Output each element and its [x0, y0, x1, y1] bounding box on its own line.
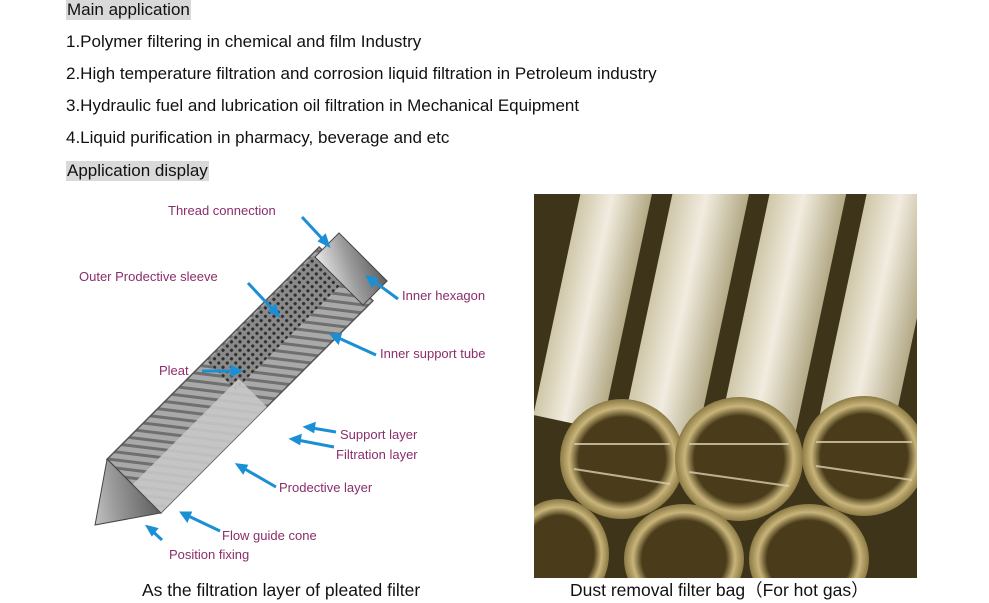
label-filtration-layer: Filtration layer: [336, 447, 418, 462]
label-thread-connection: Thread connection: [168, 203, 276, 218]
filter-illustration: [94, 215, 399, 542]
application-display-heading: Application display: [66, 161, 209, 181]
label-inner-hexagon: Inner hexagon: [402, 288, 486, 303]
label-inner-support-tube: Inner support tube: [380, 346, 486, 361]
label-support-layer: Support layer: [340, 427, 418, 442]
inner-perforated-tube: [207, 255, 342, 390]
caption-left: As the filtration layer of pleated filte…: [142, 580, 421, 600]
application-item-2: 2.High temperature filtration and corros…: [66, 64, 657, 83]
filter-bag-photo: [534, 194, 917, 578]
application-item-4: 4.Liquid purification in pharmacy, bever…: [66, 128, 450, 147]
bag-openings: [534, 396, 917, 578]
main-application-heading: Main application: [66, 0, 191, 20]
label-protective-layer: Prodective layer: [279, 480, 373, 495]
filtration-layer-cut: [132, 378, 267, 513]
label-flow-guide-cone: Flow guide cone: [222, 528, 317, 543]
caption-right: Dust removal filter bag（For hot gas）: [570, 580, 869, 600]
filter-bag-image: [534, 194, 917, 578]
flow-guide-cone: [94, 458, 162, 526]
label-position-fixing: Position fixing: [169, 547, 250, 562]
application-item-1: 1.Polymer filtering in chemical and film…: [66, 32, 422, 51]
label-pleat: Pleat: [159, 363, 189, 378]
label-outer-protective-sleeve: Outer Prodective sleeve: [79, 269, 218, 284]
application-item-3: 3.Hydraulic fuel and lubrication oil fil…: [66, 96, 580, 115]
filter-cutaway-diagram: [70, 195, 510, 570]
